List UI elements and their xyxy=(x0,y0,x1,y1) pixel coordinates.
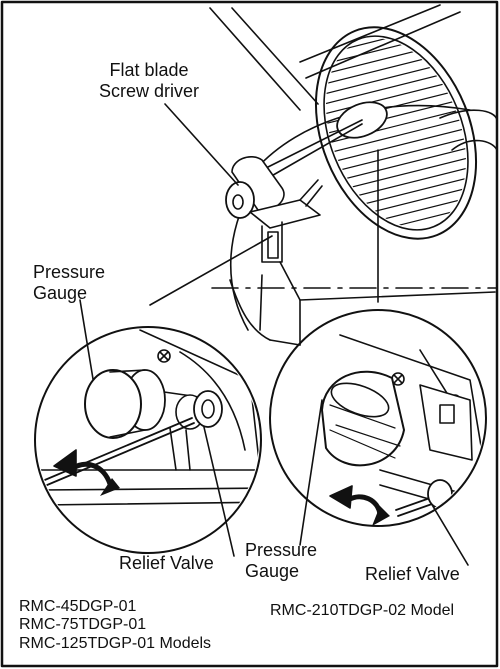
left-gauge-leader xyxy=(79,299,95,386)
right-valve-leader xyxy=(427,497,469,566)
model-left-3: RMC-125TDGP-01 Models xyxy=(19,634,212,652)
pressure-gauge-left-line2: Gauge xyxy=(33,282,88,303)
right-rotate-arrow xyxy=(345,494,383,517)
model-left-1: RMC-45DGP-01 xyxy=(19,598,137,615)
screwdriver-label-line2: Screw driver xyxy=(98,80,200,101)
valve-bracket xyxy=(249,179,323,263)
model-label-right: RMC-210TDGP-02 Model xyxy=(270,602,455,619)
right-gauge-leader xyxy=(299,399,323,546)
relief-valve-label-left: Relief Valve xyxy=(119,553,214,573)
left-valve-leader xyxy=(199,409,235,557)
screwdriver-leader xyxy=(164,103,239,186)
model-list-left: RMC-45DGP-01 RMC-75TDGP-01 RMC-125TDGP-0… xyxy=(19,598,211,653)
model-left-2: RMC-75TDGP-01 xyxy=(19,616,147,634)
screwdriver-label: Flat blade Screw driver xyxy=(74,60,224,101)
pressure-gauge-right-line1: Pressure xyxy=(245,540,318,560)
right-detail-circle xyxy=(269,309,487,527)
pressure-gauge-left-line1: Pressure xyxy=(33,262,106,282)
left-detail-circle xyxy=(34,326,262,554)
left-detail-leader xyxy=(149,235,273,306)
pressure-gauge-label-right: Pressure Gauge xyxy=(245,540,317,581)
screwdriver-drawing xyxy=(225,119,363,219)
relief-valve-label-right: Relief Valve xyxy=(365,564,460,584)
pressure-gauge-label-left: Pressure Gauge xyxy=(33,262,105,303)
screwdriver-label-line1: Flat blade xyxy=(109,60,189,80)
pressure-gauge-right-line2: Gauge xyxy=(245,560,300,581)
